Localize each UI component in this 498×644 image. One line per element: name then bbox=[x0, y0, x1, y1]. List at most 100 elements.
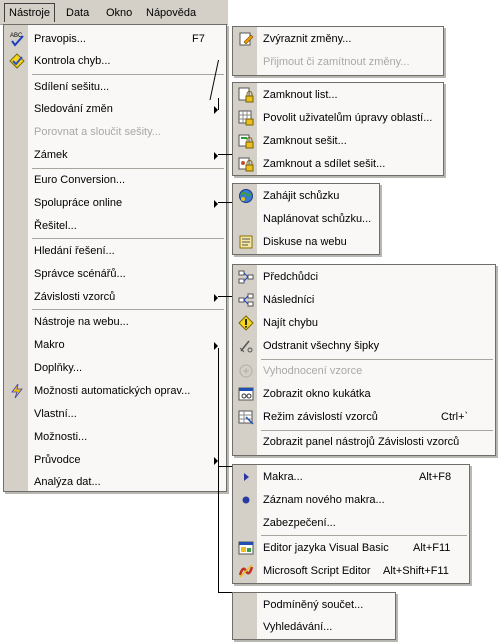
submenu-arrow-icon bbox=[214, 200, 218, 208]
menu-gutter bbox=[233, 465, 257, 583]
menu-item-macros[interactable]: Makra... Alt+F8 bbox=[233, 466, 469, 488]
formula-auditing-submenu: Předchůdci Následníci Najít chybu Odstra… bbox=[232, 264, 496, 456]
svg-text:ABC: ABC bbox=[10, 33, 23, 39]
submenu-arrow-icon bbox=[214, 106, 218, 114]
connector-line bbox=[218, 154, 232, 155]
menu-item-lookup[interactable]: Vyhledávání... bbox=[263, 621, 333, 633]
menu-item-compare-merge: Porovnat a sloučit sešity... bbox=[34, 126, 161, 138]
menu-item-online-collaboration[interactable]: Spolupráce online bbox=[4, 192, 226, 214]
menubar-item-okno[interactable]: Okno bbox=[106, 7, 133, 19]
menu-item-formula-auditing[interactable]: Závislosti vzorců bbox=[4, 286, 226, 308]
menu-separator bbox=[32, 309, 224, 310]
connector-line bbox=[218, 98, 219, 110]
menu-separator bbox=[261, 430, 493, 431]
menu-item-trace-error[interactable]: Najít chybu bbox=[233, 312, 495, 334]
menu-item-evaluate-formula: Vyhodnocení vzorce bbox=[233, 360, 495, 382]
menu-item-data-analysis[interactable]: Analýza dat... bbox=[34, 476, 101, 488]
menu-item-web-discussions[interactable]: Diskuse na webu bbox=[233, 231, 379, 253]
allow-edit-ranges-icon bbox=[238, 110, 254, 126]
menu-item-formula-audit-mode[interactable]: Režim závislostí vzorců Ctrl+` bbox=[233, 406, 495, 428]
menu-item-track-changes[interactable]: Sledování změn bbox=[4, 98, 226, 120]
watch-window-icon bbox=[238, 387, 254, 401]
menu-item-trace-precedents[interactable]: Předchůdci bbox=[233, 266, 495, 288]
menu-item-highlight-changes[interactable]: Zvýraznit změny... bbox=[233, 28, 443, 50]
menubar-item-napoveda[interactable]: Nápověda bbox=[146, 7, 197, 19]
lock-workbook-icon bbox=[238, 134, 254, 149]
menu-separator bbox=[32, 238, 224, 239]
menu-item-options[interactable]: Možnosti... bbox=[34, 431, 88, 443]
menu-item-remove-arrows[interactable]: Odstranit všechny šipky bbox=[233, 335, 495, 357]
menu-separator bbox=[261, 359, 493, 360]
menu-item-security[interactable]: Zabezpečení... bbox=[263, 517, 336, 529]
menu-item-schedule-meeting[interactable]: Naplánovat schůzku... bbox=[263, 213, 372, 225]
menu-item-scenarios[interactable]: Správce scénářů... bbox=[34, 268, 126, 280]
spellcheck-icon: ABC bbox=[10, 33, 24, 47]
lock-share-icon bbox=[238, 157, 254, 172]
highlight-changes-icon bbox=[239, 32, 254, 46]
trace-error-icon bbox=[238, 315, 254, 331]
menu-item-error-check[interactable]: Kontrola chyb... bbox=[4, 50, 226, 72]
menu-item-customize[interactable]: Vlastní... bbox=[34, 408, 77, 420]
menu-gutter bbox=[233, 593, 257, 639]
menu-item-wizard[interactable]: Průvodce bbox=[4, 449, 226, 471]
submenu-arrow-icon bbox=[214, 152, 218, 160]
vb-editor-icon bbox=[238, 541, 254, 555]
meeting-icon bbox=[239, 189, 253, 203]
record-macro-icon bbox=[242, 496, 250, 504]
menubar-item-nastroje[interactable]: Nástroje bbox=[4, 3, 55, 22]
menu-item-web-tools[interactable]: Nástroje na webu... bbox=[34, 316, 129, 328]
tools-menu: ABC Pravopis... F7 Kontrola chyb... Sdíl… bbox=[3, 24, 227, 492]
submenu-arrow-icon bbox=[214, 294, 218, 302]
track-changes-submenu: Zvýraznit změny... Přijmout či zamítnout… bbox=[232, 26, 444, 76]
menu-separator bbox=[261, 535, 467, 536]
trace-precedents-icon bbox=[238, 270, 254, 284]
autocorrect-icon bbox=[11, 383, 23, 399]
menu-item-meet-now[interactable]: Zahájit schůzku bbox=[233, 185, 379, 207]
menu-gutter bbox=[4, 25, 28, 491]
menu-item-accept-reject: Přijmout či zamítnout změny... bbox=[263, 56, 410, 68]
menu-item-protection[interactable]: Zámek bbox=[4, 144, 226, 166]
menu-item-allow-edit-ranges[interactable]: Povolit uživatelům úpravy oblastí... bbox=[233, 107, 443, 129]
menu-item-protect-sheet[interactable]: Zamknout list... bbox=[233, 84, 443, 106]
error-check-icon bbox=[9, 53, 25, 69]
menubar-item-data[interactable]: Data bbox=[66, 7, 90, 19]
remove-arrows-icon bbox=[239, 340, 253, 353]
run-macro-icon bbox=[244, 473, 249, 481]
menu-item-record-macro[interactable]: Záznam nového makra... bbox=[233, 489, 469, 511]
menu-item-spelling[interactable]: ABC Pravopis... F7 bbox=[10, 33, 205, 47]
connector-line bbox=[218, 462, 219, 592]
lock-sheet-icon bbox=[238, 87, 254, 103]
submenu-arrow-icon bbox=[214, 342, 218, 350]
connector-line bbox=[218, 466, 232, 467]
menu-bar: Nástroje Data Okno Nápověda bbox=[0, 0, 228, 25]
menu-item-autocorrect[interactable]: Možnosti automatických oprav... bbox=[4, 380, 226, 402]
menu-item-macro[interactable]: Makro bbox=[4, 334, 226, 356]
menu-item-show-auditing-toolbar[interactable]: Zobrazit panel nástrojů Závislosti vzorc… bbox=[263, 436, 460, 448]
menu-item-protect-share[interactable]: Zamknout a sdílet sešit... bbox=[233, 153, 443, 175]
menu-item-conditional-sum[interactable]: Podmíněný součet... bbox=[263, 599, 364, 611]
menu-item-addins[interactable]: Doplňky... bbox=[34, 362, 83, 374]
protection-submenu: Zamknout list... Povolit uživatelům úpra… bbox=[232, 82, 444, 176]
menu-item-vb-editor[interactable]: Editor jazyka Visual Basic Alt+F11 bbox=[233, 537, 469, 559]
menu-item-trace-dependents[interactable]: Následníci bbox=[233, 289, 495, 311]
trace-dependents-icon bbox=[238, 293, 254, 307]
menu-item-watch-window[interactable]: Zobrazit okno kukátka bbox=[233, 383, 495, 405]
submenu-arrow-icon bbox=[214, 457, 218, 465]
evaluate-formula-icon bbox=[239, 364, 253, 378]
menu-separator bbox=[32, 168, 224, 169]
menu-item-protect-workbook[interactable]: Zamknout sešit... bbox=[233, 130, 443, 152]
connector-line bbox=[218, 592, 232, 593]
online-collaboration-submenu: Zahájit schůzku Naplánovat schůzku... Di… bbox=[232, 183, 380, 255]
menu-item-share-workbook[interactable]: Sdílení sešitu... bbox=[34, 81, 110, 93]
formula-audit-mode-icon bbox=[238, 410, 254, 425]
menu-item-solver[interactable]: Řešitel... bbox=[34, 220, 77, 232]
menu-separator bbox=[32, 74, 224, 75]
menu-item-script-editor[interactable]: Microsoft Script Editor Alt+Shift+F11 bbox=[233, 560, 469, 582]
connector-line bbox=[218, 296, 232, 297]
web-discussion-icon bbox=[239, 235, 253, 249]
menu-item-euro-conversion[interactable]: Euro Conversion... bbox=[34, 174, 126, 186]
menu-item-goal-seek[interactable]: Hledání řešení... bbox=[34, 245, 115, 257]
connector-line bbox=[218, 348, 219, 466]
wizard-submenu: Podmíněný součet... Vyhledávání... bbox=[232, 592, 396, 640]
macro-submenu: Makra... Alt+F8 Záznam nového makra... Z… bbox=[232, 464, 470, 584]
